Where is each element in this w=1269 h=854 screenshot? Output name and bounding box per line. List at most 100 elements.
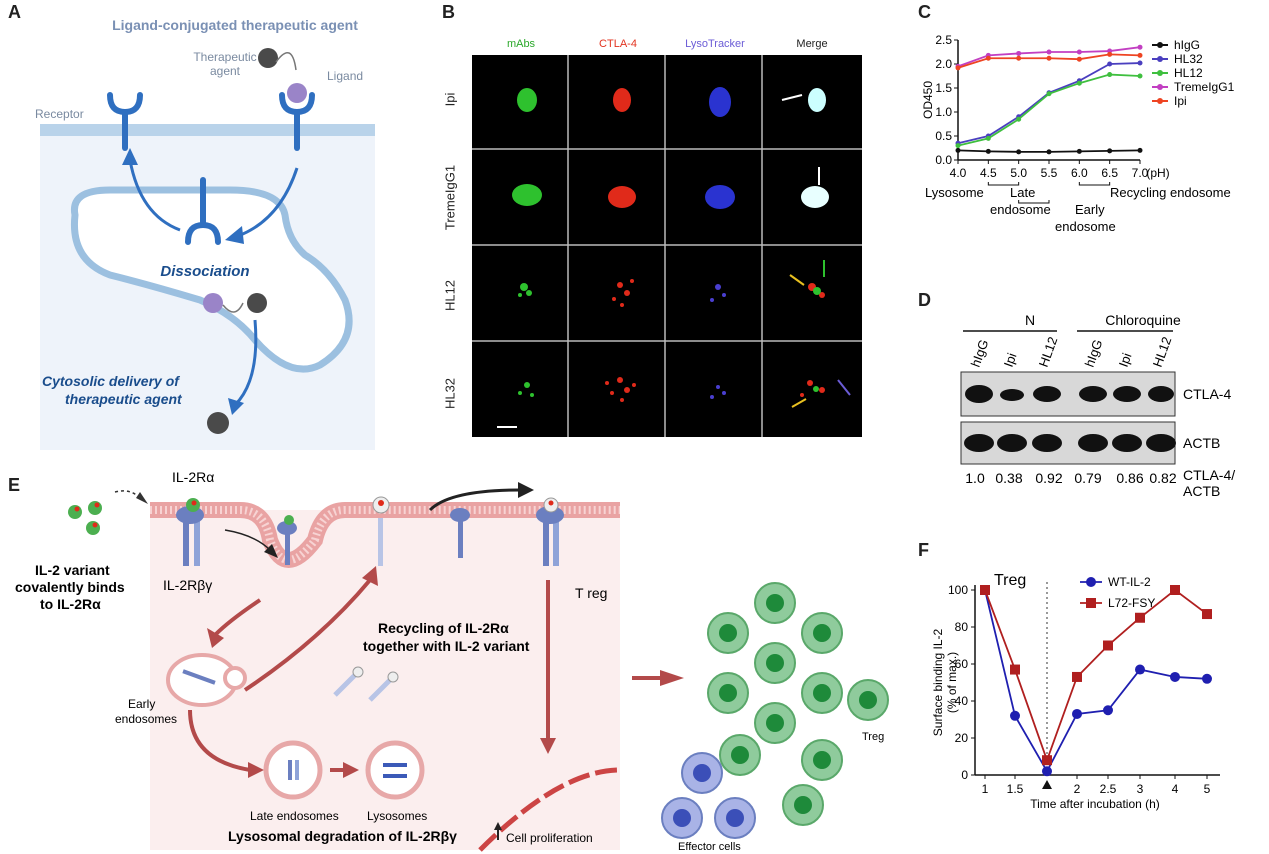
receptor-complex-right-icon (536, 497, 564, 566)
data-point (1072, 708, 1082, 719)
il2rbg-label: IL-2Rβγ (163, 577, 212, 593)
ipi-merge-signal (808, 88, 826, 112)
x-tick-label: 4 (1172, 782, 1179, 796)
therapeutic-agent-icon (258, 48, 278, 68)
x-tick-label: 5.0 (1010, 166, 1027, 180)
lane-label: HL12 (1036, 335, 1061, 369)
recycling-vesicles-icon (333, 666, 399, 702)
released-ligand-icon (203, 293, 223, 313)
row-label-ipi: Ipi (442, 92, 458, 107)
y-axis-label-line2: (% of max.) (945, 652, 959, 713)
data-point (1137, 147, 1143, 153)
legend-label: HL12 (1174, 66, 1203, 80)
legend-label: L72-FSY (1108, 596, 1155, 610)
effector-cell-population (661, 752, 756, 839)
actb-bands (964, 434, 1176, 452)
legend-label: HL32 (1174, 52, 1203, 66)
data-point (1137, 73, 1143, 79)
x-tick-label: 1 (982, 782, 989, 796)
data-point (1170, 671, 1180, 682)
legend-marker (1157, 42, 1163, 48)
data-point (1107, 148, 1113, 154)
panel-e-diagram: IL-2Rα IL-2 variant covalently binds to … (15, 470, 889, 852)
cytosolic-agent-icon (207, 412, 229, 434)
x-tick-label: 5.5 (1041, 166, 1058, 180)
therapeutic-agent-label-line2: agent (210, 64, 241, 78)
ratio-value: 0.92 (1035, 470, 1062, 486)
data-point (1076, 49, 1082, 55)
ctla4-bands (965, 385, 1174, 403)
released-agent-icon (247, 293, 267, 313)
cytosolic-label-line1: Cytosolic delivery of (42, 373, 180, 389)
treg-cell-population (707, 582, 889, 826)
cytosolic-label-line2: therapeutic agent (65, 391, 183, 407)
lane-label: HL12 (1150, 335, 1175, 369)
data-point (1072, 671, 1082, 682)
y-tick-label: 20 (955, 731, 969, 745)
compartment-label: endosome (990, 202, 1051, 217)
y-tick-label: 40 (955, 694, 969, 708)
band-label-ctla4: CTLA-4 (1183, 386, 1231, 402)
data-point (1046, 91, 1052, 97)
panel-label-a: A (8, 2, 21, 22)
compartment-label: Early (1075, 202, 1105, 217)
data-point (1042, 755, 1052, 766)
late-endosome-icon (263, 740, 323, 800)
lane-label: Ipi (1116, 351, 1135, 369)
lane-label: hIgG (968, 337, 992, 369)
data-point (1137, 60, 1143, 66)
receptor-left-icon (107, 92, 143, 151)
data-point (985, 135, 991, 141)
variant-label-line2: covalently binds (15, 579, 125, 595)
series-line-l72-fsy (984, 588, 1208, 763)
legend-marker (1086, 598, 1096, 608)
hl12-yellow-arrow (789, 274, 805, 286)
y-tick-label: 0.5 (935, 129, 952, 143)
group-label-chloroquine: Chloroquine (1105, 312, 1181, 328)
receptor-label: Receptor (35, 107, 84, 121)
row-label-hl12: HL12 (442, 279, 458, 312)
ligand-label: Ligand (327, 69, 363, 83)
panel-d-blot: N Chloroquine hIgG Ipi HL12 hIgG Ipi HL1… (960, 312, 1235, 499)
x-tick-label: 5 (1204, 782, 1211, 796)
compartment-label: Lysosome (925, 185, 984, 200)
data-point (1107, 72, 1113, 78)
il2ra-recycled-icon (372, 496, 390, 566)
hl32-purple-arrow (837, 379, 851, 396)
data-point (1103, 640, 1113, 651)
data-point (1042, 766, 1052, 777)
data-point (1016, 50, 1022, 56)
data-point (1170, 585, 1180, 595)
panel-a-title: Ligand-conjugated therapeutic agent (112, 17, 358, 33)
degradation-label: Lysosomal degradation of IL-2Rβγ (228, 828, 457, 844)
lane-label: hIgG (1082, 337, 1106, 369)
variant-label-line3: to IL-2Rα (40, 596, 101, 612)
data-point (985, 148, 991, 154)
early-endosome-label-line1: Early (128, 697, 155, 711)
column-label-mabs: mAbs (506, 38, 536, 50)
x-tick-label: 2.5 (1100, 782, 1117, 796)
column-label-merge: Merge (796, 38, 828, 50)
data-point (1137, 52, 1143, 58)
ratio-label-line2: ACTB (1183, 483, 1220, 499)
il2ra-label: IL-2Rα (172, 470, 214, 485)
row-label-tremeigg1: TremeIgG1 (442, 164, 458, 231)
ligand-icon (287, 83, 307, 103)
panel-label-c: C (918, 2, 931, 22)
data-point (1016, 116, 1022, 122)
column-label-lysotracker: LysoTracker (685, 38, 745, 50)
series-line-wt-il-2 (984, 589, 1208, 774)
data-point (1076, 56, 1082, 62)
legend-marker (1157, 56, 1163, 62)
data-point (1135, 612, 1145, 623)
y-tick-label: 0.0 (935, 153, 952, 167)
treg-cells-label: Treg (862, 731, 884, 743)
y-tick-label: 2.5 (935, 33, 952, 47)
compartment-label: endosome (1055, 219, 1116, 234)
series-line-hl12 (957, 73, 1141, 147)
panel-label-e: E (8, 475, 21, 495)
data-point (955, 65, 961, 71)
ipi-lyso-signal (709, 87, 731, 117)
